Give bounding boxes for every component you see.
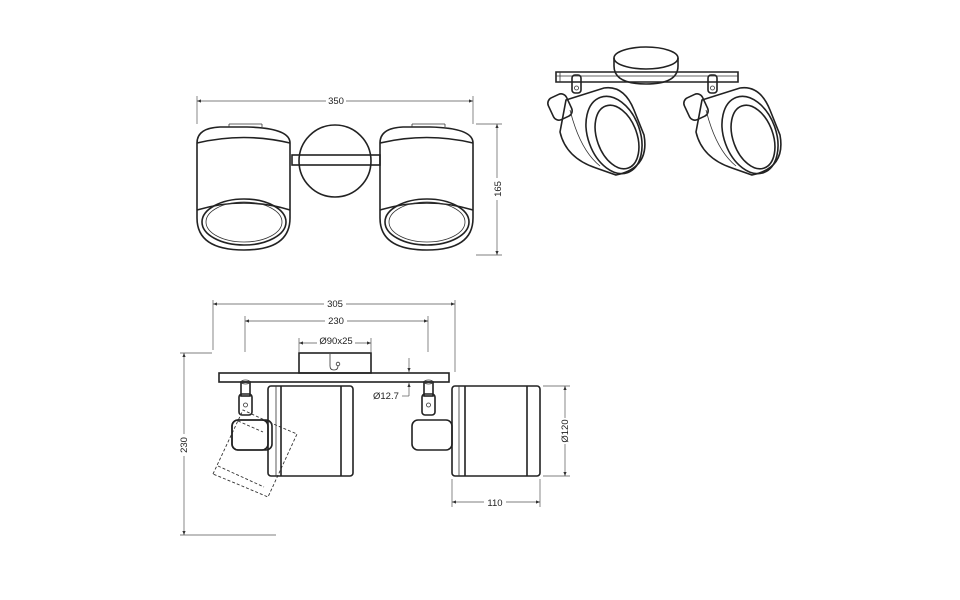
perspective-view (547, 46, 782, 176)
iso-bar (555, 71, 739, 83)
dim-front-overall: 305 (212, 297, 456, 372)
dim-top-width-label: 350 (328, 96, 344, 107)
front-bar (218, 372, 450, 383)
iso-right-shade (695, 86, 782, 176)
dim-shade-diameter: Ø120 (543, 385, 572, 477)
front-right-shade (451, 385, 541, 477)
dim-front-height-label: 230 (179, 437, 190, 453)
dim-shade-length: 110 (451, 479, 541, 509)
front-canopy-clip (329, 354, 339, 371)
top-bar (291, 154, 381, 166)
dim-top-width: 350 (196, 94, 474, 124)
iso-left-shade (559, 86, 646, 176)
top-left-shade (196, 123, 291, 251)
iso-left-arm (547, 74, 582, 121)
top-right-shade (379, 123, 474, 251)
dim-front-center-label: 230 (328, 316, 344, 327)
dim-front-base: Ø90x25 (298, 335, 372, 352)
dim-front-height: 230 (177, 352, 276, 536)
top-view: 350 165 (196, 94, 504, 256)
dim-shade-diameter-label: Ø120 (560, 419, 571, 442)
dim-front-base-label: Ø90x25 (319, 336, 352, 347)
front-right-joint (411, 379, 453, 451)
dim-top-height-label: 165 (493, 181, 504, 197)
dim-top-height: 165 (476, 123, 504, 256)
front-view: 305 230 Ø90x25 Ø12.7 (177, 297, 572, 536)
iso-right-arm (683, 74, 718, 121)
dim-front-arm: Ø12.7 (373, 358, 411, 402)
dim-front-overall-label: 305 (327, 299, 343, 310)
front-left-shade (267, 385, 354, 477)
dim-front-center: 230 (244, 314, 429, 352)
dim-shade-length-label: 110 (487, 498, 502, 509)
top-canopy-disc (298, 124, 372, 198)
front-left-shade-tilted (212, 409, 298, 498)
dim-front-arm-label: Ø12.7 (373, 391, 399, 402)
front-left-joint (231, 379, 273, 451)
iso-canopy (613, 46, 679, 85)
